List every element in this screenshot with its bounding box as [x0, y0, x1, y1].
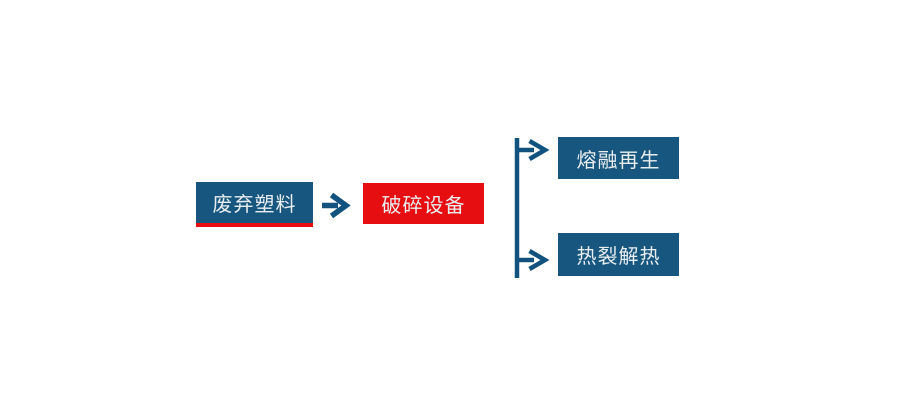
node-waste-plastic-label: 废弃塑料: [212, 192, 297, 216]
flow-arrow-main-icon: [322, 192, 351, 219]
node-crushing-equipment: 破碎设备: [363, 183, 484, 224]
node-pyrolysis-heat-label: 热裂解热: [576, 244, 661, 268]
node-pyrolysis-heat: 热裂解热: [558, 233, 679, 276]
branch-arrow-top-icon: [517, 139, 550, 161]
node-crushing-equipment-label: 破碎设备: [381, 193, 466, 217]
node-melt-regeneration: 熔融再生: [558, 137, 679, 179]
branch-arrow-bottom-icon: [517, 249, 550, 271]
node-melt-regeneration-label: 熔融再生: [576, 147, 661, 172]
node-waste-plastic: 废弃塑料: [196, 182, 313, 227]
